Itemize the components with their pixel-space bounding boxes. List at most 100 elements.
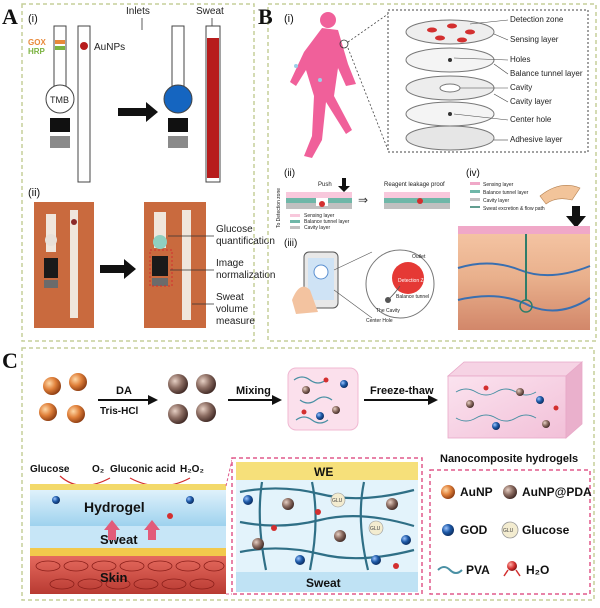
sweat-drop-2	[294, 64, 298, 68]
panel-a-sub-i: (i)	[28, 13, 38, 25]
ii-legend-swatch-3	[290, 226, 300, 229]
net-glu-2	[368, 520, 384, 536]
arrow-freeze-head	[428, 395, 438, 405]
panel-c-letter: C	[2, 348, 18, 373]
skin-label: Skin	[100, 570, 128, 585]
zoom-line-1	[225, 459, 233, 487]
gox-label: GOX	[28, 38, 46, 47]
cube-front	[447, 375, 567, 439]
freeze-label: Freeze-thaw	[370, 385, 434, 397]
net-glu-label-2: GLU	[370, 526, 381, 532]
label-adhesive-layer: Adhesive layer	[510, 135, 563, 144]
panel-c: C DA Tris-HCl Mixing Freeze-thaw	[2, 347, 595, 601]
hydrogel-label: Hydrogel	[84, 499, 145, 515]
inlets-label: Inlets	[126, 6, 150, 17]
legend-aunp-pda: AuNP@PDA	[522, 485, 592, 499]
photo-after-strip	[182, 210, 191, 320]
detection-spot-4	[435, 35, 445, 41]
hydrogels-label: Nanocomposite hydrogels	[440, 453, 578, 465]
legend-pva: PVA	[466, 563, 490, 577]
panel-a-arrow-i	[118, 102, 158, 122]
cube-water-2	[553, 405, 559, 411]
iv-legend-swatch-3	[470, 198, 480, 201]
tmb-label: TMB	[50, 95, 69, 105]
push-label: Push	[318, 182, 332, 188]
zoom-sweat-band	[236, 572, 418, 592]
sweat-up-arrow-1	[104, 520, 120, 540]
arrow-mixing-head	[272, 395, 282, 405]
iv-legend-balance: Balance tunnel layer	[483, 190, 529, 196]
push-arrow	[338, 178, 350, 192]
photo-before-channel	[46, 214, 56, 252]
iv-down-arrow	[566, 206, 586, 228]
legend-aunp: AuNP	[460, 485, 493, 499]
ii-left-reagent	[319, 201, 325, 207]
ii-legend-balance: Balance tunnel layer	[304, 219, 350, 225]
label-holes: Holes	[510, 55, 530, 64]
label-detection-zone: Detection zone	[510, 15, 564, 24]
net-god-2	[295, 555, 305, 565]
panel-b: B (i)	[258, 3, 597, 342]
da-label: DA	[116, 385, 132, 397]
sweat-layer	[30, 526, 226, 548]
net-god-1	[243, 495, 253, 505]
hand	[292, 286, 318, 314]
net-water-1	[315, 509, 321, 515]
iv-legend-cavity: Cavity layer	[483, 198, 509, 204]
label-balance-tunnel: Balance tunnel layer	[510, 69, 583, 78]
photo-before-dot	[71, 219, 77, 225]
iv-finger	[539, 185, 581, 205]
we-band	[236, 462, 418, 480]
ii-right-cavity	[384, 203, 450, 209]
photo-after-chamber	[153, 235, 167, 249]
layer-leaders	[453, 19, 509, 141]
net-glu-1	[330, 492, 346, 508]
scheme-god-2	[186, 496, 194, 504]
legend-h2o-icon	[507, 561, 517, 571]
ii-right-balance	[384, 198, 450, 203]
label-center-hole: Center hole	[510, 115, 552, 124]
aunp-2	[69, 373, 87, 391]
aunps-dot	[80, 42, 88, 50]
aunp-1	[43, 377, 61, 395]
iv-sweat-gland	[519, 299, 533, 313]
iv-legend-flow: Sweat excretion & flow path	[483, 206, 545, 212]
label-cavity: Cavity	[510, 83, 532, 92]
device-left-sweat-strip	[77, 25, 91, 183]
calib-gray-2	[168, 136, 188, 148]
zoom-leader-1	[347, 13, 389, 43]
skin-cells	[35, 560, 225, 590]
iii-zoom-leader-1	[333, 251, 373, 271]
layer-labels: Detection zone Sensing layer Holes Balan…	[510, 15, 583, 144]
ii-right-reagent	[417, 198, 423, 204]
arrow-da-head	[148, 395, 158, 405]
sweat-filled-strip	[207, 38, 219, 178]
photo-after-box	[149, 249, 173, 287]
gluconic-text: Gluconic acid	[110, 464, 176, 475]
iii-outlet-label: Outlet	[412, 254, 426, 260]
leakage-label: Reagent leakage proof	[384, 182, 445, 188]
device-on-arm	[339, 39, 349, 49]
cube-pda-1	[466, 400, 474, 408]
we-label: WE	[314, 465, 333, 479]
label-cavity-layer: Cavity layer	[510, 97, 552, 106]
tmb-chamber	[45, 84, 75, 114]
scheme-water-1	[167, 513, 173, 519]
panel-a-arrow-ii	[100, 259, 136, 279]
photo-before-chamber	[45, 234, 57, 246]
net-pda-4	[252, 538, 264, 550]
legend-pva-icon	[437, 566, 463, 574]
calib-black-2	[168, 118, 188, 132]
exploded-layers	[405, 19, 495, 151]
ii-legend-swatch-1	[290, 214, 300, 217]
photo-before	[34, 202, 94, 328]
pva-network	[239, 481, 415, 571]
sweat-layer-label: Sweat	[100, 532, 138, 547]
layer-sensing	[405, 19, 495, 45]
iv-legend-swatch-1	[470, 182, 480, 185]
panel-b-frame	[267, 3, 597, 342]
